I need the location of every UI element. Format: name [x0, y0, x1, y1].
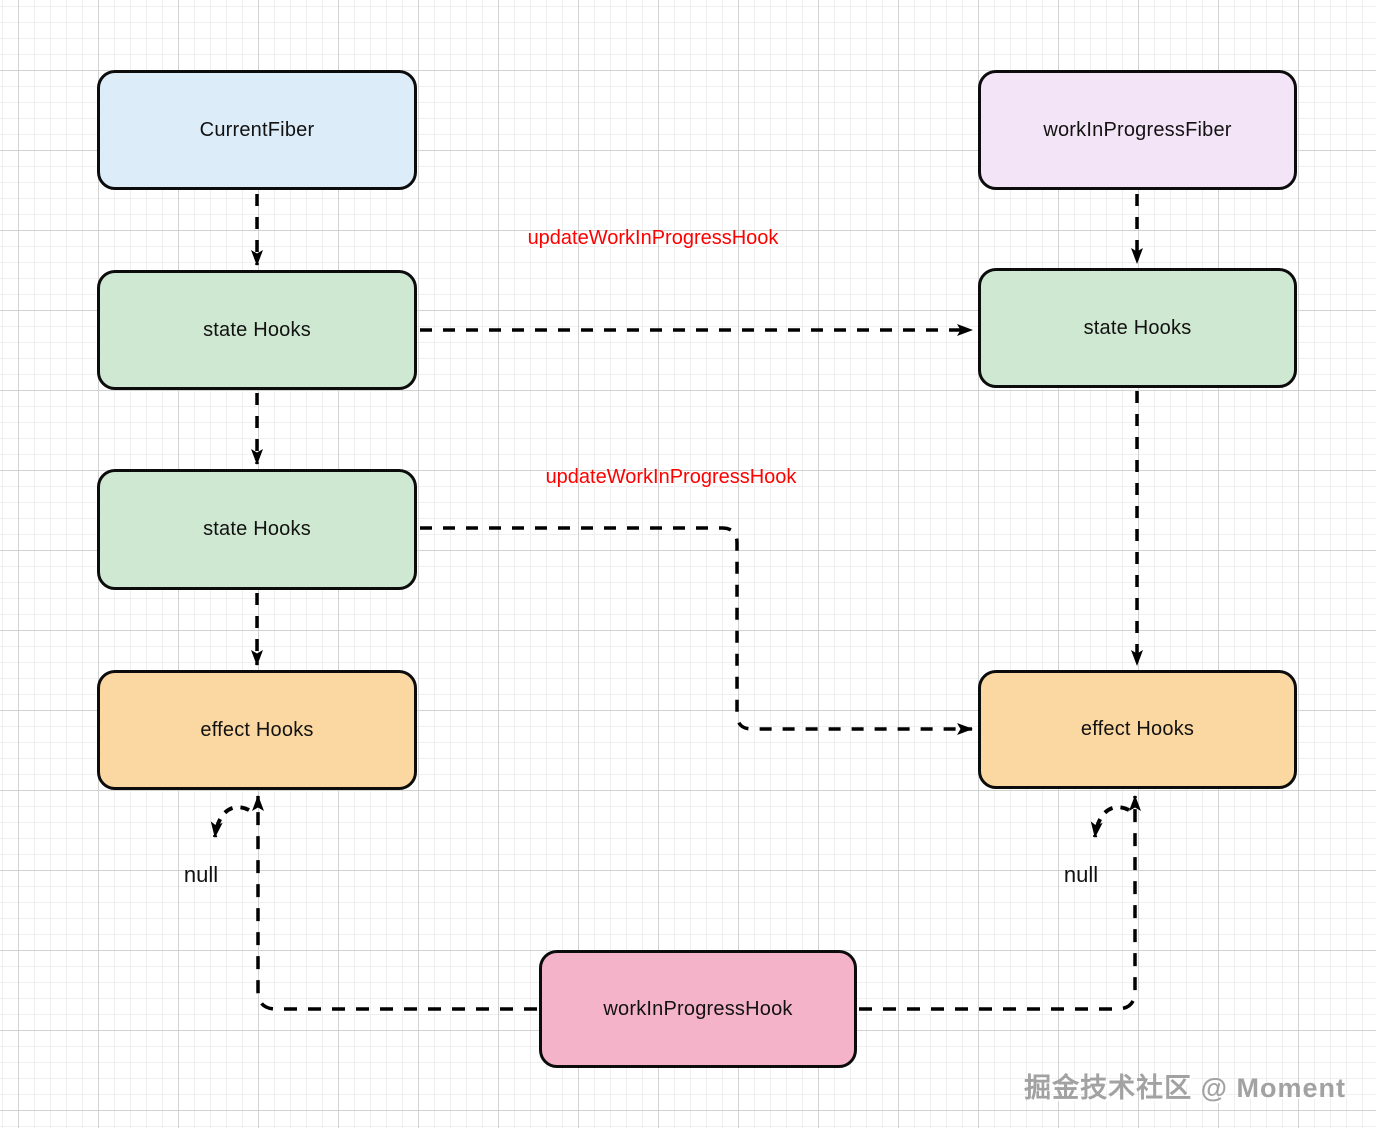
node-work-in-progress-hook: workInProgressHook [539, 950, 857, 1068]
node-state-hooks-wip: state Hooks [978, 268, 1297, 388]
arrow-wip-hook-to-effect-hooks-current [252, 795, 537, 1011]
null-label-current: null [183, 862, 219, 887]
node-state-hooks-current-2: state Hooks [97, 469, 417, 590]
arrow-effect-hooks-wip-next-null [1090, 805, 1130, 838]
node-effect-hooks-wip: effect Hooks [978, 670, 1297, 789]
node-work-in-progress-fiber: workInProgressFiber [978, 70, 1297, 190]
edge-label-update-work-in-progress-hook-2: updateWorkInProgressHook [545, 466, 797, 488]
node-label: CurrentFiber [199, 118, 315, 141]
arrow-state-hooks-2-to-effect-hooks-wip [420, 526, 973, 735]
arrow-effect-hooks-current-next-null [210, 805, 250, 838]
node-effect-hooks-current: effect Hooks [97, 670, 417, 790]
node-label: effect Hooks [1080, 718, 1195, 740]
null-label-wip: null [1063, 862, 1099, 887]
node-label: state Hooks [203, 518, 311, 540]
node-current-fiber: CurrentFiber [97, 70, 417, 190]
node-label: workInProgressFiber [1043, 118, 1232, 141]
node-label: effect Hooks [200, 718, 314, 741]
node-label: workInProgressHook [603, 997, 793, 1020]
node-state-hooks-current-1: state Hooks [97, 270, 417, 390]
edge-label-update-work-in-progress-hook-1: updateWorkInProgressHook [527, 227, 779, 249]
node-label: state Hooks [203, 318, 311, 341]
arrow-wip-hook-to-effect-hooks-wip [859, 795, 1141, 1011]
watermark: 掘金技术社区 @ Moment [1024, 1073, 1346, 1103]
node-label: state Hooks [1083, 316, 1192, 339]
